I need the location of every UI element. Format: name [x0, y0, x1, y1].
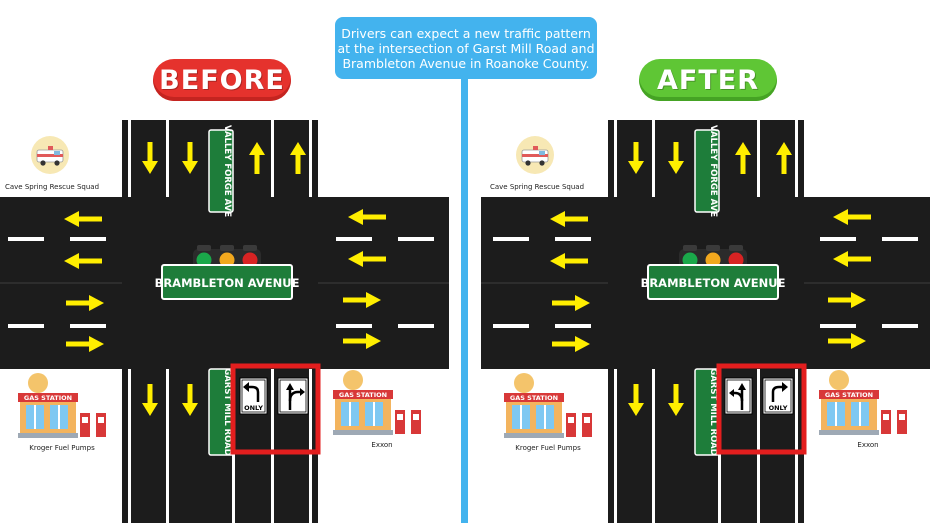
after-exxon-gas-icon	[819, 370, 907, 435]
before-panel: VALLEY FORGE AVE GARST MILL ROAD BRAMBLE…	[0, 120, 449, 523]
after-exxon-label: Exxon	[857, 441, 878, 449]
before-brambleton-label: BRAMBLETON AVENUE	[155, 276, 300, 290]
before-rescue-icon	[30, 135, 70, 175]
before-brambleton-sign	[161, 264, 293, 300]
before-kroger-gas-icon	[18, 373, 106, 438]
after-kroger-label: Kroger Fuel Pumps	[515, 444, 581, 452]
before-kroger-gas-sign: GAS STATION	[24, 394, 72, 402]
before-valley-forge-sign	[208, 129, 234, 213]
after-label: AFTER	[657, 64, 759, 96]
before-label-pill: BEFORE	[153, 59, 291, 101]
before-exxon-gas-sign: GAS STATION	[339, 391, 387, 399]
after-rescue-label: Cave Spring Rescue Squad	[490, 183, 584, 191]
panel-divider	[461, 79, 468, 523]
before-kroger-label: Kroger Fuel Pumps	[29, 444, 95, 452]
after-kroger-gas-sign: GAS STATION	[510, 394, 558, 402]
after-brambleton-label: BRAMBLETON AVENUE	[641, 276, 786, 290]
left-through-right-icon	[277, 377, 309, 415]
caption-box: Drivers can expect a new traffic pattern…	[335, 17, 597, 79]
left-through-icon	[724, 377, 753, 415]
before-rescue-label: Cave Spring Rescue Squad	[5, 183, 99, 191]
after-rescue-icon	[515, 135, 555, 175]
before-label: BEFORE	[159, 64, 285, 96]
after-highlight-box	[716, 363, 807, 455]
before-garst-mill-label: GARST MILL ROAD	[222, 368, 232, 456]
after-garst-mill-label: GARST MILL ROAD	[708, 368, 718, 456]
after-brambleton-sign	[647, 264, 779, 300]
after-label-pill: AFTER	[639, 59, 777, 101]
after-exxon-gas-sign: GAS STATION	[825, 391, 873, 399]
before-highlight-box	[230, 363, 321, 455]
before-exxon-gas-icon	[333, 370, 421, 435]
before-left-sign-text: ONLY	[244, 404, 263, 412]
before-exxon-label: Exxon	[371, 441, 392, 449]
left-turn-only-icon: ONLY	[239, 377, 268, 415]
after-valley-forge-label: VALLEY FORGE AVE	[708, 125, 718, 217]
before-valley-forge-label: VALLEY FORGE AVE	[222, 125, 232, 217]
after-kroger-gas-icon	[504, 373, 592, 438]
after-valley-forge-sign	[694, 129, 720, 213]
after-panel: VALLEY FORGE AVE GARST MILL ROAD BRAMBLE…	[481, 120, 930, 523]
after-right-sign-text: ONLY	[769, 404, 788, 412]
caption-text: Drivers can expect a new traffic pattern…	[337, 25, 595, 71]
right-turn-only-icon: ONLY	[762, 377, 794, 415]
